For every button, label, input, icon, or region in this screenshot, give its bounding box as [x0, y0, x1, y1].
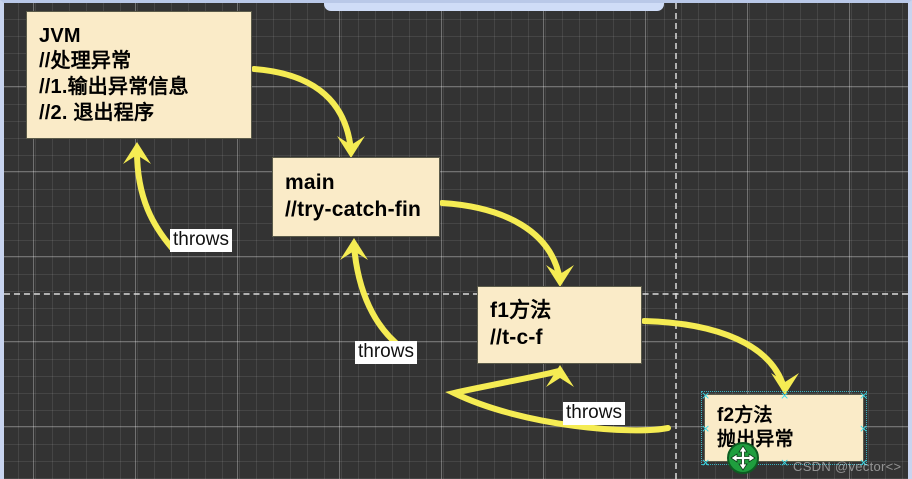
main-line: //try-catch-fin [285, 198, 422, 221]
edge-f1-to-f2[interactable] [641, 318, 799, 395]
resize-handle-1[interactable] [780, 391, 789, 400]
resize-handle-0[interactable] [701, 391, 710, 400]
jvm-line: //处理异常 [39, 50, 132, 73]
f2-line: f2方法 [717, 404, 773, 426]
top-tab-indicator [324, 3, 664, 11]
resize-handle-2[interactable] [859, 391, 868, 400]
move-cursor-icon [726, 441, 760, 475]
resize-handle-3[interactable] [701, 424, 710, 433]
jvm-node[interactable]: JVM //处理异常 //1.输出异常信息 //2. 退出程序 [26, 11, 252, 139]
jvm-line: //1.输出异常信息 [39, 76, 189, 98]
f1-line: f1方法 [490, 299, 552, 323]
edge-f1-to-main-throws[interactable] [340, 238, 405, 351]
resize-handle-6[interactable] [780, 458, 789, 467]
f1-node[interactable]: f1方法 //t-c-f [477, 286, 642, 364]
f1-line: //t-c-f [490, 326, 543, 349]
edge-f1-to-main-throws-arrowhead [340, 238, 368, 260]
edge-jvm-to-main[interactable] [251, 66, 365, 158]
resize-handle-5[interactable] [701, 458, 710, 467]
edge-main-to-jvm-throws-arrowhead [123, 142, 151, 164]
edge-f2-to-f1-throws-arrowhead [546, 365, 574, 387]
jvm-line: JVM [39, 24, 81, 47]
edge-main-to-jvm-throws[interactable] [123, 142, 175, 251]
resize-handle-4[interactable] [859, 424, 868, 433]
edge-label-throws-3[interactable]: throws [563, 402, 625, 425]
horizontal-guide-line [4, 293, 908, 295]
csdn-watermark: CSDN @vector<> [793, 459, 902, 474]
edge-main-to-f1-arrowhead [546, 265, 574, 287]
main-line: main [285, 171, 335, 195]
main-node[interactable]: main //try-catch-fin [272, 157, 440, 237]
edge-f2-to-f1-throws[interactable] [445, 365, 671, 434]
jvm-line: //2. 退出程序 [39, 101, 155, 124]
edge-label-throws-1[interactable]: throws [170, 229, 232, 252]
edge-jvm-to-main-arrowhead [337, 136, 365, 158]
edge-main-to-f1[interactable] [439, 200, 574, 287]
vertical-guide-line [675, 3, 677, 479]
edge-label-throws-2[interactable]: throws [355, 341, 417, 364]
